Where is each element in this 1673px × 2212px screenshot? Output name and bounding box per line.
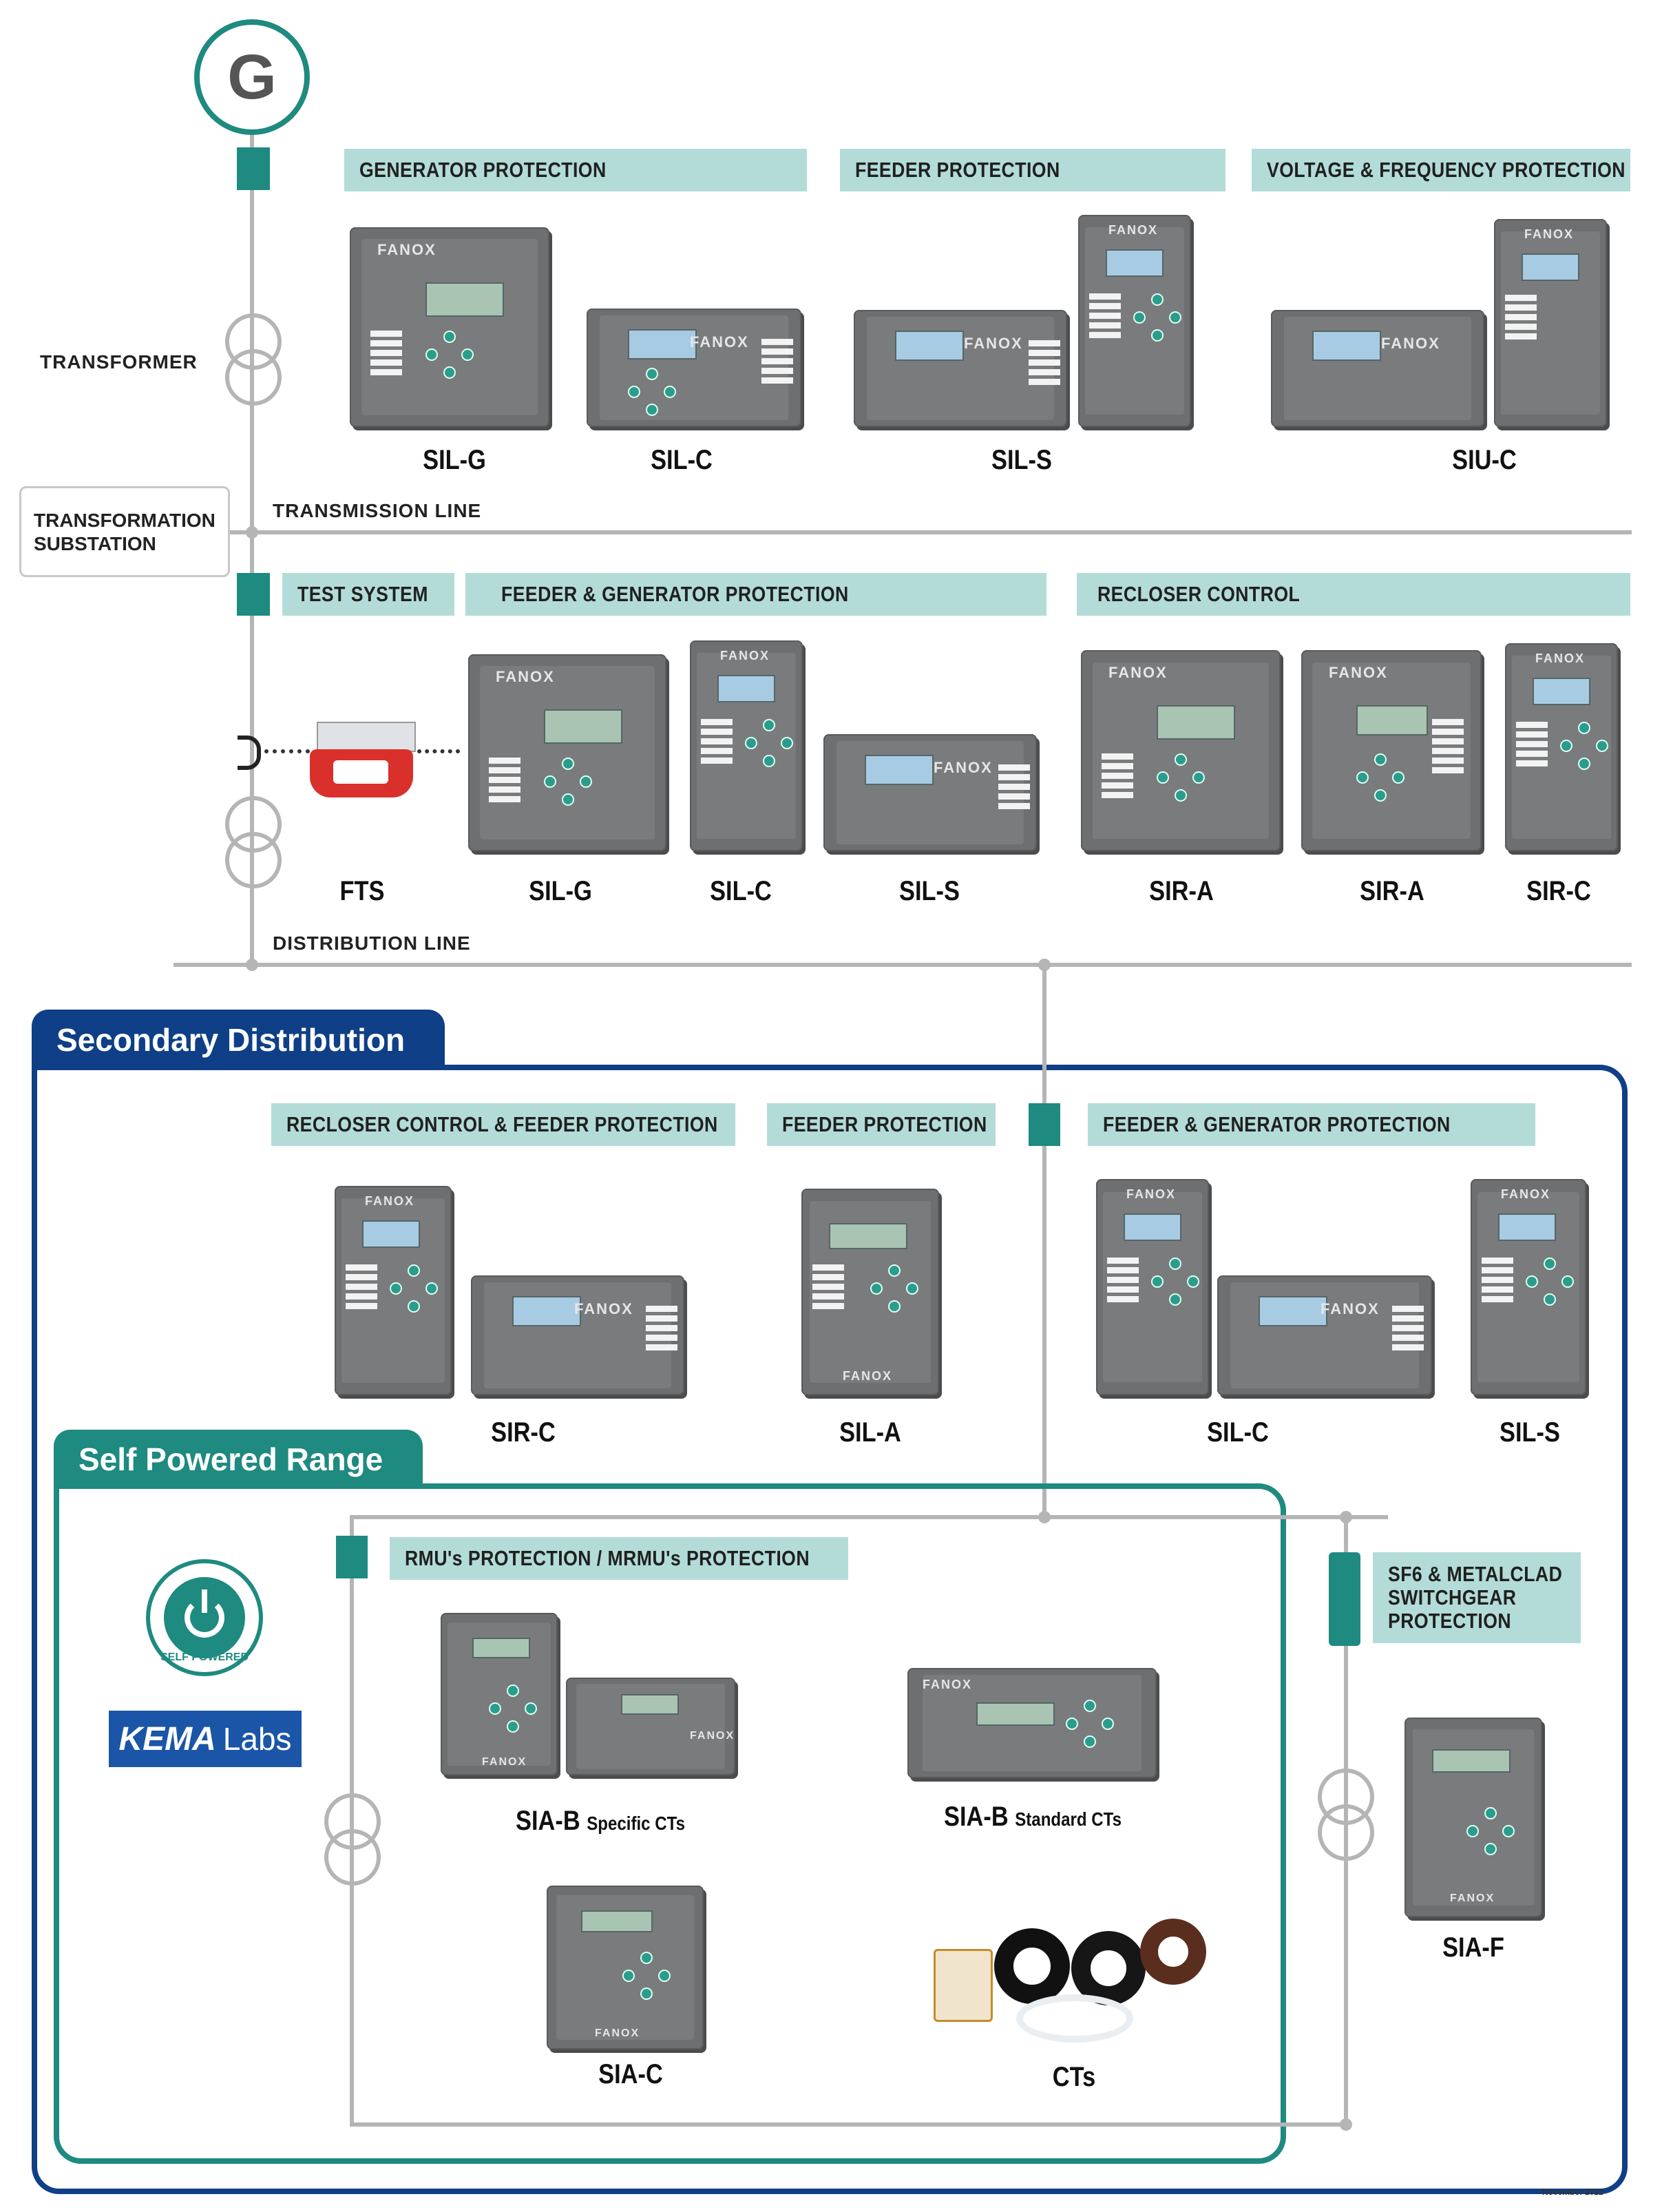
product-sil-c-secondary: SIL-C [1207,1417,1269,1448]
self-powered-badge-text: SELF POWERED [160,1651,249,1663]
self-powered-title: Self Powered Range [54,1430,423,1489]
breaker-distribution [237,573,270,616]
device-sil-c-secondary-vertical: FANOX [1096,1179,1209,1395]
device-siu-c-vertical: FANOX [1494,219,1607,427]
fts-cable-right [417,749,460,753]
device-sia-c: FANOX [547,1886,704,2049]
distribution-node-left [246,959,258,971]
device-sil-g-dist: FANOX [468,654,666,851]
category-feeder-protection: FEEDER PROTECTION [840,149,1225,191]
category-test-system: TEST SYSTEM [282,573,454,616]
kema-bold-text: KEMA [118,1720,216,1757]
device-sil-c-dist: FANOX [690,640,803,851]
product-sil-s-secondary: SIL-S [1500,1417,1560,1448]
secondary-panel [32,1065,1628,2194]
device-sir-a-1: FANOX [1081,650,1281,851]
product-sir-c-secondary: SIR-C [491,1417,556,1448]
generator-letter: G [227,41,277,112]
footer-note: November 2022 [1542,2187,1603,2197]
fts-connector-icon [238,735,261,770]
device-sil-s-secondary: FANOX [1471,1179,1586,1395]
product-sir-a-1: SIR-A [1149,876,1214,906]
product-fts: FTS [339,876,385,906]
self-powered-badge-icon [146,1559,263,1676]
distribution-line-label: DISTRIBUTION LINE [273,932,471,954]
breaker-secondary [1029,1103,1060,1146]
kema-light-text: Labs [222,1721,292,1757]
fts-test-case [310,722,416,800]
device-sil-g-top: FANOX [350,227,549,427]
product-cts: CTs [1052,2062,1096,2092]
category-recloser-control: RECLOSER CONTROL [1077,573,1630,616]
device-sil-s-dist: FANOX [823,734,1037,851]
device-sir-c-secondary-vertical: FANOX [335,1186,452,1395]
self-powered-top-line [350,1515,1388,1519]
product-sil-a: SIL-A [839,1417,901,1448]
device-sil-s-top-horizontal: FANOX [854,310,1067,427]
substation-box: TRANSFORMATION SUBSTATION [19,486,230,577]
device-sia-b-standard: FANOX [907,1668,1157,1778]
distribution-line [173,963,1632,967]
product-sia-f: SIA-F [1442,1932,1504,1963]
device-sia-f: FANOX [1404,1718,1542,1917]
product-sil-g-dist: SIL-G [529,876,592,906]
category-generator-protection: GENERATOR PROTECTION [344,149,807,191]
substation-label: TRANSFORMATION SUBSTATION [34,510,215,554]
product-sil-s-top: SIL-S [991,445,1052,475]
transmission-line-label: TRANSMISSION LINE [273,500,482,521]
transformer-symbol-self-powered [322,1793,383,1886]
fts-cable-left [264,749,310,753]
transmission-line [230,530,1632,534]
device-sia-b-specific-vertical: FANOX [441,1613,558,1775]
product-sir-a-2: SIR-A [1360,876,1424,906]
device-sil-c-secondary-horizontal: FANOX [1217,1275,1432,1395]
device-sir-a-2: FANOX [1301,650,1482,851]
transformer-label: TRANSFORMER [40,351,198,373]
cts-image [913,1887,1216,2059]
product-sil-s-dist: SIL-S [899,876,960,906]
category-feeder-generator-secondary: FEEDER & GENERATOR PROTECTION [1088,1103,1535,1146]
sf6-node-bottom [1340,2118,1352,2131]
category-recloser-feeder: RECLOSER CONTROL & FEEDER PROTECTION [271,1103,735,1146]
category-voltage-frequency: VOLTAGE & FREQUENCY PROTECTION [1252,149,1630,191]
generator-symbol: G [194,19,310,135]
transformer-symbol-sf6 [1315,1768,1377,1861]
transformer-symbol-distribution [222,796,284,888]
device-sil-c-top: FANOX [587,309,801,427]
breaker-sf6 [1329,1552,1360,1646]
device-sil-s-top-vertical: FANOX [1078,215,1191,427]
device-siu-c-horizontal: FANOX [1271,310,1484,427]
device-sia-b-specific-horizontal: FANOX [566,1678,735,1775]
secondary-vertical-line [1042,967,1046,1522]
breaker-top [237,147,270,190]
product-sia-b-specific: SIA-B Specific CTs [516,1806,685,1836]
category-feeder-protection-secondary: FEEDER PROTECTION [767,1103,996,1146]
product-sil-c-top: SIL-C [651,445,713,475]
product-sil-c-dist: SIL-C [710,876,772,906]
category-rmu-protection: RMU's PROTECTION / MRMU's PROTECTION [390,1537,848,1580]
main-vertical-line [250,135,254,968]
product-sil-g-top: SIL-G [423,445,486,475]
transformer-symbol-top [222,313,284,406]
device-sir-c-dist: FANOX [1505,643,1618,851]
self-powered-node [1038,1511,1051,1523]
product-sia-c: SIA-C [598,2059,663,2089]
self-powered-panel [54,1483,1286,2164]
category-feeder-generator: FEEDER & GENERATOR PROTECTION [465,573,1046,616]
distribution-node-right [1038,959,1051,971]
self-powered-bottom-line [350,2122,1344,2127]
transmission-node [246,526,258,539]
device-sil-a: FANOX [801,1189,939,1395]
product-sir-c-dist: SIR-C [1526,876,1591,906]
kema-labs-logo: KEMA Labs [109,1711,302,1767]
product-siu-c: SIU-C [1452,445,1517,475]
device-sir-c-secondary-horizontal: FANOX [471,1275,684,1395]
secondary-title: Secondary Distribution [32,1010,445,1070]
breaker-self-powered [336,1536,368,1578]
product-sia-b-standard: SIA-B Standard CTs [944,1802,1122,1832]
category-sf6-metalclad: SF6 & METALCLAD SWITCHGEAR PROTECTION [1373,1552,1581,1643]
